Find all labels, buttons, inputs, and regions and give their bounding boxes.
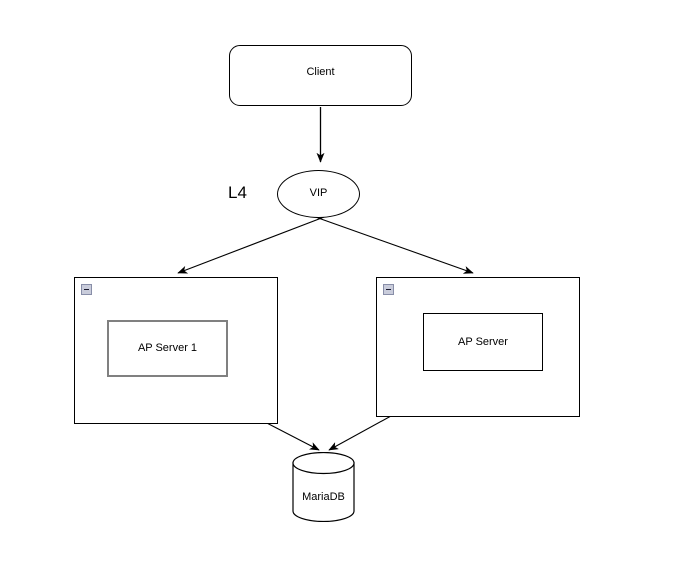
cylinder-body: [292, 462, 355, 522]
database-node[interactable]: [292, 452, 355, 522]
collapse-minus-icon[interactable]: [81, 284, 92, 295]
ap-server-2-node[interactable]: [423, 313, 543, 371]
cylinder-top: [292, 452, 355, 475]
edge-vip-to-container-left: [177, 213, 333, 274]
edge-vip-to-container-right: [306, 213, 474, 274]
client-node[interactable]: [229, 45, 412, 106]
ap-server-1-node[interactable]: [107, 320, 228, 377]
collapse-minus-icon[interactable]: [383, 284, 394, 295]
vip-node[interactable]: [277, 170, 360, 218]
